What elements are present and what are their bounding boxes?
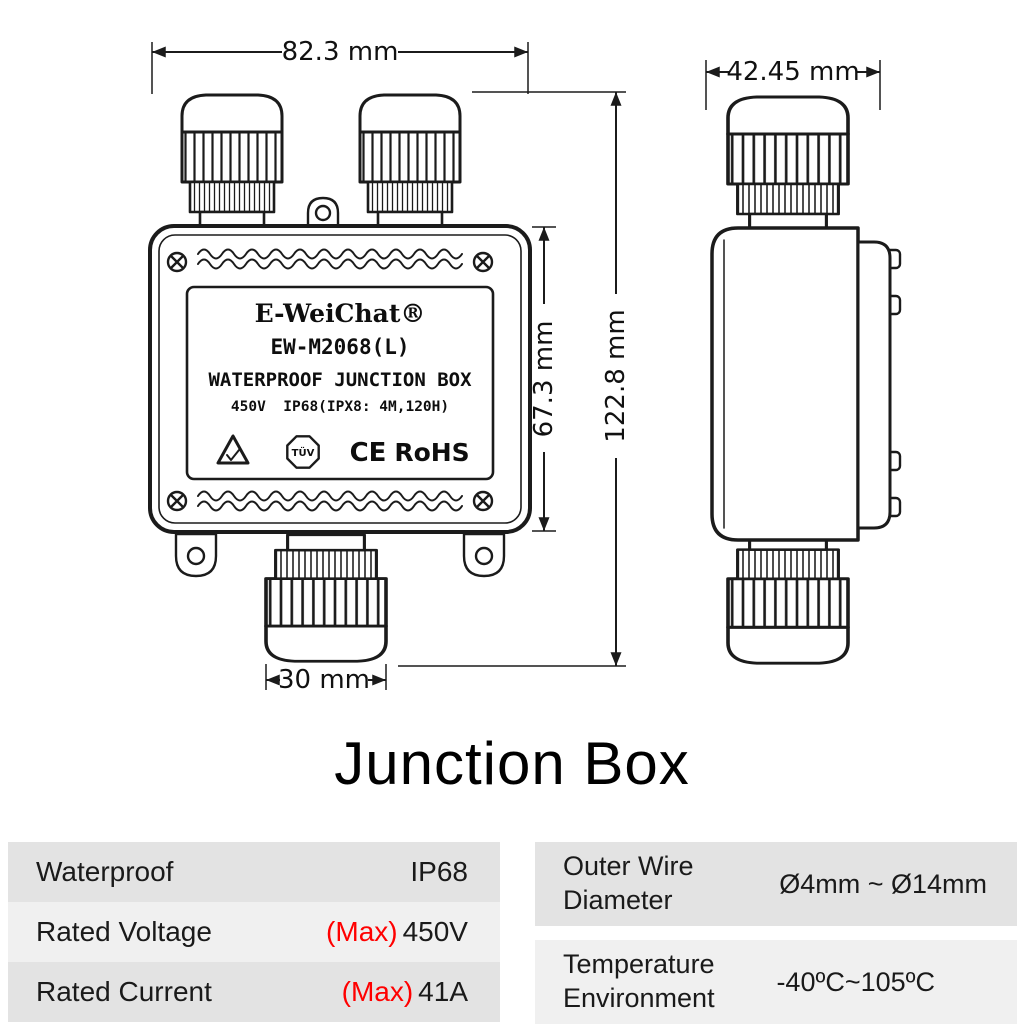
- gasket-waves: [197, 248, 463, 512]
- brand-text: E-WeiChat®: [255, 299, 426, 328]
- tuv-mark-icon: TÜV: [286, 435, 320, 469]
- box-inner-contour: [158, 234, 522, 524]
- top-tab: [306, 196, 340, 228]
- rating-text: 450V IP68(IPX8: 4M,120H): [231, 399, 449, 415]
- spec-table-left: Waterproof IP68 Rated Voltage (Max) 450V…: [8, 842, 500, 1022]
- value-text: 41A: [418, 976, 468, 1007]
- spec-value: (Max) 41A: [342, 976, 468, 1008]
- spec-label: Outer Wire Diameter: [563, 850, 694, 918]
- label-line-2: Diameter: [563, 885, 673, 915]
- label-line-2: Environment: [563, 983, 715, 1013]
- spec-value: (Max) 450V: [326, 916, 468, 948]
- spec-row-waterproof: Waterproof IP68: [8, 842, 500, 902]
- model-text: EW-M2068(L): [270, 335, 409, 359]
- dimension-gland-bottom: 30 mm: [265, 664, 387, 695]
- cable-gland-top-left: [180, 93, 284, 230]
- front-view: E-WeiChat® EW-M2068(L) WATERPROOF JUNCTI…: [148, 93, 532, 664]
- spec-value: Ø4mm ~ Ø14mm: [779, 869, 987, 900]
- cert-triangle-icon: [216, 434, 250, 465]
- rohs-mark: RoHS: [394, 438, 469, 467]
- spec-label: Rated Voltage: [36, 916, 212, 947]
- spec-value: IP68: [410, 856, 468, 888]
- dim-gland-bottom-label: 30 mm: [278, 665, 370, 695]
- value-text: -40ºC~105ºC: [776, 966, 935, 997]
- side-view: [710, 95, 902, 665]
- screw-icon: [166, 490, 188, 512]
- dimension-height-total: 122.8 mm: [398, 91, 631, 667]
- cable-gland-side-bottom: [726, 532, 850, 665]
- technical-drawing: E-WeiChat® EW-M2068(L) WATERPROOF JUNCTI…: [148, 37, 902, 695]
- mounting-ear-right: [462, 532, 506, 578]
- page-title: Junction Box: [334, 730, 690, 797]
- spec-label: Waterproof: [36, 856, 174, 887]
- dimension-width-top: 82.3 mm: [151, 37, 529, 94]
- cable-gland-top-right: [358, 93, 462, 230]
- screw-icon: [166, 251, 188, 273]
- dimension-width-side: 42.45 mm: [705, 57, 881, 110]
- spec-row-rated-voltage: Rated Voltage (Max) 450V: [8, 902, 500, 962]
- mounting-ear-left: [174, 532, 218, 578]
- spec-row-temperature: Temperature Environment -40ºC~105ºC: [535, 940, 1017, 1024]
- dimension-height-body: 67.3 mm: [529, 226, 559, 532]
- spec-label: Temperature Environment: [563, 948, 715, 1016]
- corner-screws: [166, 251, 494, 512]
- value-text: 450V: [402, 916, 468, 947]
- cable-gland-side-top: [726, 95, 850, 232]
- spec-table-right: Outer Wire Diameter Ø4mm ~ Ø14mm Tempera…: [535, 842, 1017, 1024]
- label-panel: [185, 285, 495, 481]
- ce-mark: CE: [350, 438, 387, 468]
- max-prefix: (Max): [341, 976, 414, 1007]
- label-line-1: Temperature: [563, 949, 715, 980]
- value-text: Ø4mm ~ Ø14mm: [779, 868, 987, 899]
- product-text: WATERPROOF JUNCTION BOX: [208, 369, 472, 391]
- dim-width-top-label: 82.3 mm: [282, 37, 399, 67]
- dim-width-side-label: 42.45 mm: [726, 57, 859, 87]
- screw-icon: [472, 490, 494, 512]
- side-cover: [856, 240, 892, 530]
- cable-gland-bottom: [264, 533, 388, 664]
- spec-row-rated-current: Rated Current (Max) 41A: [8, 962, 500, 1022]
- tuv-text: TÜV: [292, 445, 315, 459]
- max-prefix: (Max): [326, 916, 398, 947]
- dim-height-total-label: 122.8 mm: [601, 309, 631, 442]
- screw-icon: [472, 251, 494, 273]
- dim-height-body-label: 67.3 mm: [529, 321, 559, 438]
- value-text: IP68: [410, 856, 468, 887]
- label-line-1: Outer Wire: [563, 851, 694, 882]
- spec-label: Rated Current: [36, 976, 212, 1007]
- spec-value: -40ºC~105ºC: [776, 967, 935, 998]
- side-body: [710, 226, 860, 542]
- spec-row-outer-wire: Outer Wire Diameter Ø4mm ~ Ø14mm: [535, 842, 1017, 926]
